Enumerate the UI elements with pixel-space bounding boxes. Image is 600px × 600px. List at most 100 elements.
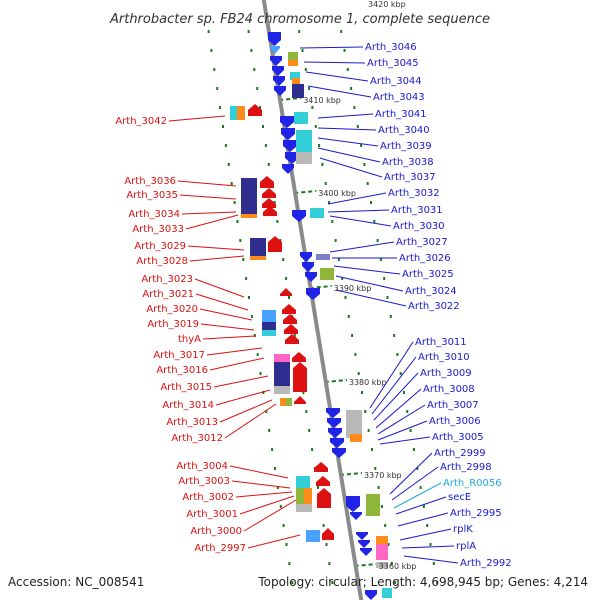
gene-label-right[interactable]: Arth_3006 [429, 416, 481, 427]
gene-label-right[interactable]: Arth_2995 [450, 508, 502, 519]
gene-label-left[interactable]: Arth_3034 [128, 209, 180, 220]
gene-label-left[interactable]: Arth_3033 [132, 224, 184, 235]
forward-strand-gene [322, 528, 334, 540]
gene-label-right[interactable]: secE [448, 492, 471, 503]
right-connector [317, 137, 379, 147]
right-gene-labels[interactable]: Arth_3046Arth_3045Arth_3044Arth_3043Arth… [365, 42, 512, 569]
gene-label-right[interactable]: Arth_2999 [434, 448, 486, 459]
tick-mark [321, 163, 324, 166]
tick-mark [216, 87, 219, 90]
gene-label-left[interactable]: Arth_3016 [156, 365, 208, 376]
gene-label-right[interactable]: Arth_3031 [391, 205, 443, 216]
gene-label-right[interactable]: Arth_3039 [380, 141, 432, 152]
gene-label-left[interactable]: Arth_3036 [124, 176, 176, 187]
reverse-strand-gene [285, 152, 299, 164]
gene-label-right[interactable]: Arth_3025 [402, 269, 454, 280]
gene-label-right[interactable]: Arth_3008 [423, 384, 475, 395]
tick-mark [245, 277, 248, 280]
gene-label-right[interactable]: Arth_3040 [378, 125, 430, 136]
gene-label-right[interactable]: rplK [453, 524, 473, 535]
tick-mark [361, 391, 363, 394]
left-connector [181, 211, 237, 215]
gene-label-right[interactable]: Arth_3010 [418, 352, 470, 363]
gene-label-right[interactable]: Arth_3041 [375, 109, 427, 120]
gene-label-left[interactable]: Arth_3015 [160, 382, 212, 393]
forward-strand-gene [282, 304, 296, 314]
gene-label-right[interactable]: Arth_3045 [367, 58, 419, 69]
left-gene-labels[interactable]: Arth_3042Arth_3036Arth_3035Arth_3034Arth… [115, 116, 246, 554]
tick-mark [380, 505, 383, 508]
map-title: Arthrobacter sp. FB24 chromosome 1, comp… [109, 12, 490, 27]
gene-label-right[interactable]: Arth_3009 [420, 368, 472, 379]
right-connector [319, 157, 383, 178]
gene-label-right[interactable]: Arth_3030 [393, 221, 445, 232]
gene-label-left[interactable]: Arth_3017 [153, 350, 205, 361]
gene-label-left[interactable]: Arth_3013 [166, 417, 218, 428]
gene-label-right[interactable]: Arth_2998 [440, 462, 492, 473]
gene-label-right[interactable]: Arth_3032 [388, 188, 440, 199]
tick-mark [422, 505, 425, 508]
gene-label-left[interactable]: Arth_3035 [126, 190, 178, 201]
reverse-strand-gene [270, 46, 280, 54]
gene-label-left[interactable]: Arth_2997 [194, 543, 246, 554]
gene-label-right[interactable]: Arth_3038 [382, 157, 434, 168]
tick-mark [273, 201, 276, 204]
gene-block [346, 410, 362, 438]
gene-block [241, 178, 257, 216]
gene-label-right[interactable]: Arth_3044 [370, 76, 422, 87]
tick-mark [288, 562, 291, 565]
gene-label-right[interactable]: rplA [456, 541, 476, 552]
gene-label-left[interactable]: Arth_3000 [190, 526, 242, 537]
gene-label-left[interactable]: Arth_3020 [146, 304, 198, 315]
gene-label-right[interactable]: Arth_3024 [405, 286, 457, 297]
gene-label-right[interactable]: Arth_3011 [415, 337, 467, 348]
gene-label-left[interactable]: Arth_3001 [186, 509, 238, 520]
gene-block [296, 152, 312, 164]
gene-label-left[interactable]: Arth_3023 [141, 274, 193, 285]
gene-block [376, 552, 388, 560]
tick-mark [344, 296, 347, 299]
tick-mark [298, 30, 301, 33]
gene-label-left[interactable]: Arth_3012 [171, 433, 223, 444]
gene-block [316, 254, 330, 260]
scale-label-kbp-top: 3420 kbp [368, 0, 406, 9]
gene-label-right[interactable]: Arth_3026 [399, 253, 451, 264]
gene-label-right[interactable]: Arth_3027 [396, 237, 448, 248]
reverse-strand-gene [326, 408, 340, 418]
gene-label-right[interactable]: Arth_3022 [408, 301, 460, 312]
tick-mark [331, 220, 334, 223]
tick-mark [419, 486, 422, 489]
gene-label-left[interactable]: Arth_3028 [136, 256, 188, 267]
gene-label-right[interactable]: Arth_3046 [365, 42, 417, 53]
gene-label-right[interactable]: Arth_3005 [432, 432, 484, 443]
gene-label-right[interactable]: Arth_3037 [384, 172, 436, 183]
right-connector [329, 215, 392, 227]
gene-block [274, 354, 290, 362]
gene-label-left[interactable]: Arth_3042 [115, 116, 167, 127]
gene-label-left[interactable]: Arth_3014 [162, 400, 214, 411]
gene-label-left[interactable]: Arth_3003 [178, 476, 230, 487]
gene-label-right[interactable]: Arth_2992 [460, 558, 512, 569]
left-connector [194, 278, 245, 298]
tick-mark [230, 182, 233, 185]
gene-label-left[interactable]: Arth_3002 [182, 492, 234, 503]
right-connector [403, 555, 459, 564]
gene-label-left[interactable]: Arth_3029 [134, 241, 186, 252]
gene-label-right[interactable]: Arth_R0056 [443, 478, 502, 489]
gene-label-right[interactable]: Arth_3043 [373, 92, 425, 103]
gene-label-left[interactable]: Arth_3004 [176, 461, 228, 472]
right-connector [329, 241, 395, 253]
gene-label-left[interactable]: thyA [178, 334, 201, 345]
tick-mark [262, 125, 264, 128]
gene-block [296, 504, 312, 512]
forward-strand-gene [260, 176, 274, 188]
gene-label-left[interactable]: Arth_3019 [147, 319, 199, 330]
tick-mark [285, 543, 288, 546]
tick-mark [316, 486, 319, 489]
gene-label-right[interactable]: Arth_3007 [427, 400, 479, 411]
left-connector [209, 357, 265, 371]
gene-label-left[interactable]: Arth_3021 [142, 289, 194, 300]
reverse-strand-gene [332, 448, 346, 458]
tick-mark [325, 543, 328, 546]
forward-strand-gene [268, 236, 282, 252]
